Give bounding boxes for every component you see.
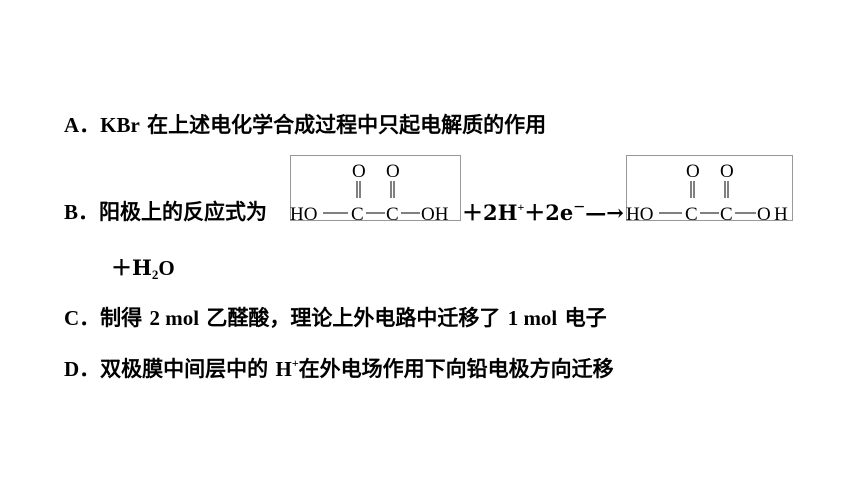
option-c-n1: 2 mol: [149, 306, 200, 330]
option-d-label: D．: [64, 357, 101, 381]
structure-right-oh-h: H: [774, 204, 788, 225]
structure-right-oh-o: O: [757, 204, 771, 225]
option-c: C．制得 2 mol 乙醛酸，理论上外电路中迁移了 1 mol 电子: [64, 307, 607, 329]
option-b-middle: ＋2H+＋2e－—→: [462, 201, 624, 223]
structure-right-o1: O: [686, 161, 700, 182]
option-b-plus2: ＋2e: [524, 200, 574, 225]
structure-right-c1: C: [685, 204, 698, 225]
option-b-line2-plus: ＋H: [111, 255, 152, 280]
option-b-text: 阳极上的反应式为: [99, 199, 268, 224]
option-c-n2: 1 mol: [507, 306, 558, 330]
option-a-label: A．: [64, 113, 101, 137]
structure-left-oh: OH: [421, 204, 449, 225]
option-d-text1: 双极膜中间层中的: [100, 356, 276, 381]
option-c-label: C．: [64, 306, 101, 330]
structure-left-frame: [290, 155, 461, 221]
structure-left-c1: C: [351, 204, 364, 225]
option-b: B．阳极上的反应式为: [64, 201, 267, 223]
option-d-h: H: [275, 357, 292, 381]
option-b-arrow: —→: [585, 200, 624, 225]
structure-right-c2: C: [720, 204, 733, 225]
option-a-text: 在上述电化学合成过程中只起电解质的作用: [139, 112, 547, 137]
structure-right: O O HO C C O H: [626, 155, 793, 225]
structure-left-o1: O: [352, 161, 366, 182]
structure-right-frame: [626, 155, 793, 221]
structure-left-o2: O: [386, 161, 400, 182]
option-b-hplus: +: [517, 200, 525, 214]
option-d: D．双极膜中间层中的 H+在外电场作用下向铅电极方向迁移: [64, 357, 614, 380]
option-c-text3: 电子: [557, 305, 607, 330]
structure-right-o2: O: [720, 161, 734, 182]
option-b-eminus: －: [573, 200, 586, 214]
option-b-line2-sub: 2: [151, 267, 159, 282]
option-a: A．KBr 在上述电化学合成过程中只起电解质的作用: [64, 114, 546, 136]
option-d-hplus: +: [291, 356, 299, 370]
option-c-text1: 制得: [100, 305, 150, 330]
option-b-line2: ＋H2O: [111, 257, 175, 281]
structure-left-ho: HO: [290, 204, 317, 225]
option-a-kbr: KBr: [100, 113, 140, 137]
option-b-plus1: ＋2H: [462, 200, 518, 225]
option-d-text2: 在外电场作用下向铅电极方向迁移: [298, 356, 614, 381]
structure-left: O O HO C C OH: [290, 155, 461, 225]
option-c-text2: 乙醛酸，理论上外电路中迁移了: [199, 305, 508, 330]
option-b-line2-o: O: [158, 256, 175, 280]
structure-left-c2: C: [386, 204, 399, 225]
option-b-label: B．: [64, 200, 100, 224]
structure-right-ho: HO: [626, 204, 653, 225]
